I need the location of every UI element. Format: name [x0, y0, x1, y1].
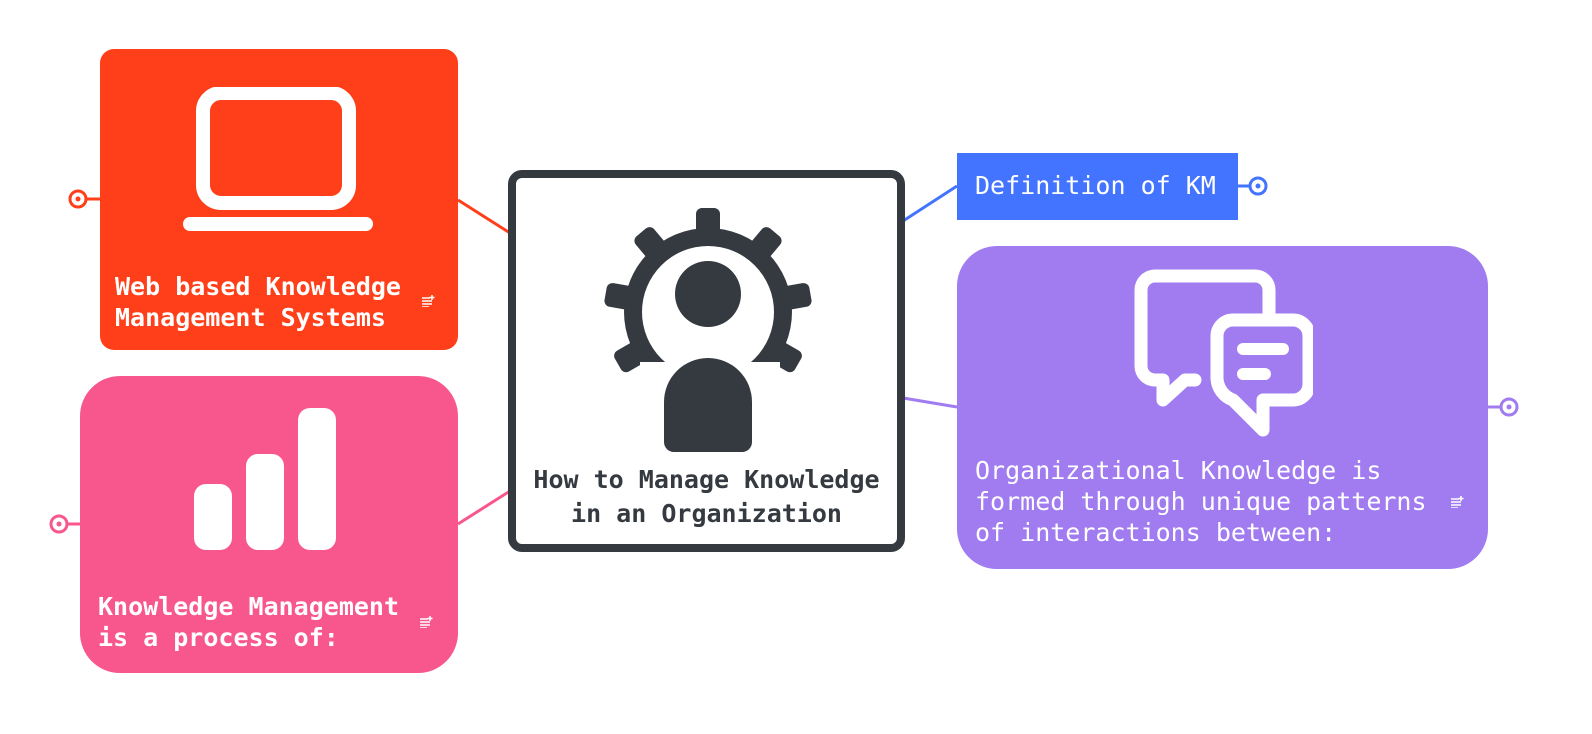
collapse-toggle-orange[interactable] [68, 189, 88, 209]
central-title-line1: How to Manage Knowledge [533, 465, 880, 494]
topic-label-line2: is a process of: [98, 623, 339, 652]
central-topic[interactable]: How to Manage Knowledge in an Organizati… [508, 170, 905, 552]
topic-organizational-knowledge[interactable]: Organizational Knowledge is formed throu… [957, 246, 1488, 569]
bar-chart-icon [194, 408, 336, 550]
topic-km-process[interactable]: Knowledge Management is a process of: [80, 376, 458, 673]
note-icon[interactable] [422, 295, 436, 307]
gear-person-icon [604, 208, 812, 452]
topic-label-line1: Knowledge Management [98, 592, 400, 621]
topic-label-line2: formed through unique patterns [975, 487, 1427, 516]
topic-label-line2: Management Systems [115, 303, 386, 332]
central-title-line2: in an Organization [571, 499, 842, 528]
collapse-toggle-purple[interactable] [1499, 397, 1519, 417]
collapse-toggle-blue[interactable] [1248, 176, 1268, 196]
laptop-icon [183, 87, 373, 231]
note-icon[interactable] [1451, 496, 1465, 508]
topic-label-line1: Organizational Knowledge is [975, 456, 1382, 485]
collapse-toggle-pink[interactable] [49, 514, 69, 534]
topic-definition-km[interactable]: Definition of KM [957, 153, 1238, 220]
topic-label-line1: Web based Knowledge [115, 272, 401, 301]
chat-bubbles-icon [1134, 269, 1313, 437]
topic-label-line3: of interactions between: [975, 518, 1337, 547]
topic-web-based-kms[interactable]: Web based Knowledge Management Systems [100, 49, 458, 350]
topic-label: Definition of KM [975, 171, 1216, 200]
note-icon[interactable] [420, 616, 434, 628]
